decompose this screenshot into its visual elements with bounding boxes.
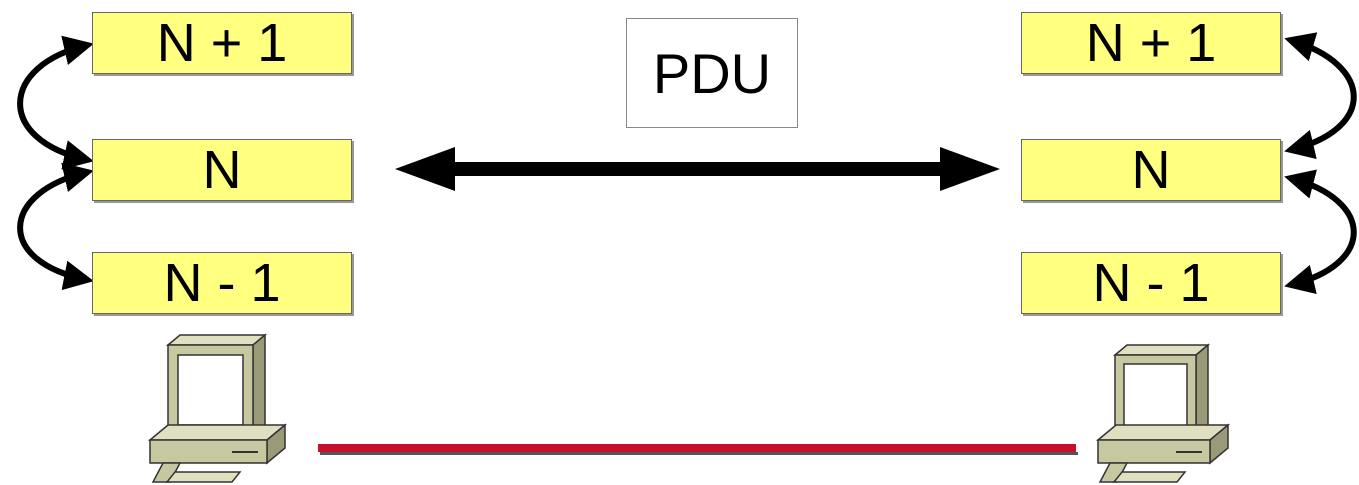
physical-link [318,444,1078,455]
right-arrow-lower [1284,169,1357,295]
left-layer-n-minus-1: N - 1 [92,252,352,314]
pdu-box: PDU [626,18,798,128]
right-arrow-upper [1284,32,1357,160]
left-arrow-upper [17,35,94,170]
left-layer-n-plus-1: N + 1 [92,12,352,74]
left-arrow-lower [17,162,94,291]
peer-arrow [395,147,1000,191]
computer-icon-right [1095,343,1231,483]
right-layer-n: N [1021,139,1281,201]
right-layer-n-plus-1: N + 1 [1021,12,1281,74]
right-layer-n-minus-1: N - 1 [1021,252,1281,314]
computer-icon-left [147,333,288,483]
left-layer-n: N [92,139,352,201]
